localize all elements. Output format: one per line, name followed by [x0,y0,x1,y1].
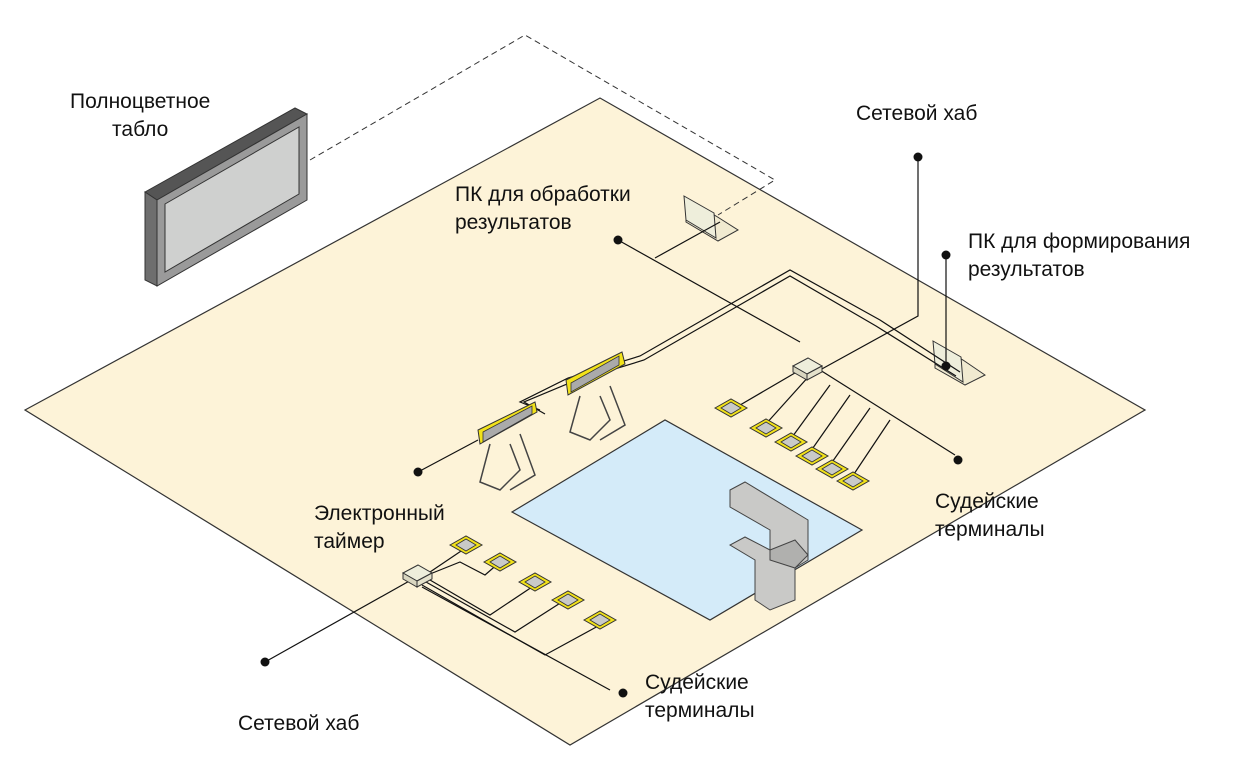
judge-terminal-screen [801,449,823,463]
label-judge-terminals-bottom: Судейские терминалы [645,669,755,725]
judge-terminal-screen [842,474,864,488]
wireless-link-dashed [309,34,776,216]
starting-block [728,481,809,611]
dot-judge-terminals-right [953,455,963,465]
judge-terminal-screen [780,435,802,449]
label-electronic-timer-line2: таймер [314,530,385,553]
judge-terminal-screen [755,421,777,435]
label-pc-forming-line1: ПК для формирования [968,230,1191,253]
judge-terminal-screen [524,575,546,589]
electronic-timer-2 [565,351,626,441]
judge-terminals-bottom [448,535,618,630]
pc-processing-laptop [683,195,739,242]
label-pc-processing: ПК для обработки результатов [455,181,631,237]
pointer-dots [260,152,963,698]
judge-terminals-right [713,398,871,491]
label-pc-processing-line2: результатов [455,211,572,234]
judge-terminal-screen [589,613,611,627]
network-hub-bottom [401,564,434,588]
label-judge-terminals-right-line1: Судейские [935,490,1039,513]
label-judge-terminals-bottom-line2: терминалы [645,699,755,722]
judge-terminal-screen [455,538,477,552]
fullcolor-scoreboard [144,107,309,287]
judge-terminal-screen [489,555,511,569]
label-pc-processing-line1: ПК для обработки [455,183,631,206]
judge-terminal-screen [720,401,742,415]
label-electronic-timer: Электронный таймер [314,500,445,556]
dot-network-hub-top [913,152,923,162]
judge-terminal-screen [821,462,843,476]
label-judge-terminals-bottom-line1: Судейские [645,671,749,694]
label-scoreboard-line1: Полноцветное [70,90,211,113]
label-electronic-timer-line1: Электронный [314,502,445,525]
label-judge-terminals-right-line2: терминалы [935,518,1045,541]
label-pc-forming: ПК для формирования результатов [968,228,1190,284]
label-scoreboard: Полноцветное табло [70,88,210,144]
dot-network-hub-bottom [260,657,270,667]
network-hub-top [791,357,824,381]
label-pc-forming-line2: результатов [968,258,1085,281]
label-judge-terminals-right: Судейские терминалы [935,488,1045,544]
judge-terminal-screen [557,593,579,607]
dot-pc-processing [613,235,623,245]
floor-plane [23,97,1147,746]
pc-forming-laptop [932,340,986,386]
cables [264,158,961,691]
label-scoreboard-line2: табло [112,118,169,141]
label-network-hub-bottom: Сетевой хаб [238,712,360,735]
electronic-timer-1 [477,401,538,491]
dot-judge-terminals-bottom [618,688,628,698]
dot-electronic-timer [413,467,423,477]
label-network-hub-top: Сетевой хаб [856,102,978,125]
